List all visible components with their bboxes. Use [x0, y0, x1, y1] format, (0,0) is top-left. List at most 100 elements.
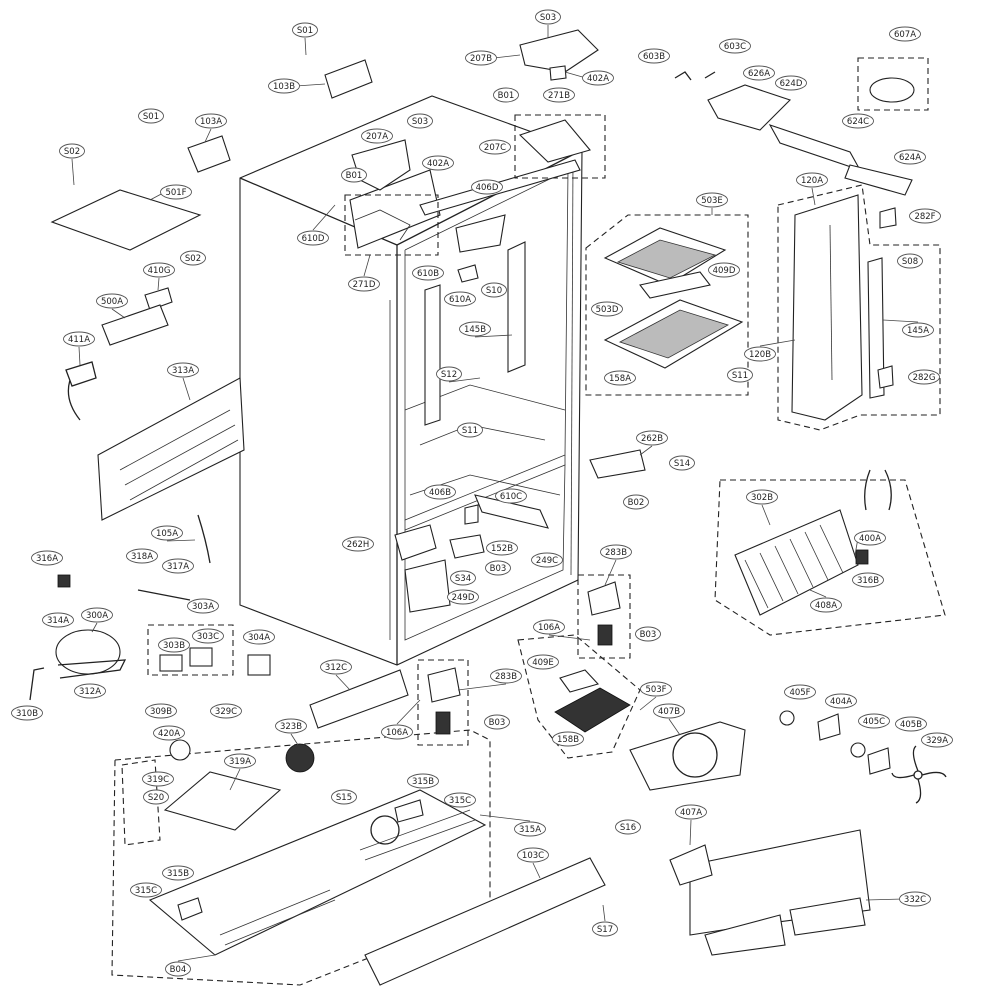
- part-number-label: 624D: [780, 79, 803, 89]
- callout-145A: 145A: [902, 322, 934, 338]
- callout-bubble: [412, 265, 444, 281]
- callout-B02: B02: [623, 494, 649, 510]
- part-number-label: 408A: [815, 601, 837, 611]
- leader-lines: [71, 25, 919, 962]
- part-number-label: 310B: [16, 709, 38, 719]
- callout-bubble: [142, 771, 174, 787]
- callout-262H: 262H: [342, 536, 374, 552]
- callout-bubble: [719, 38, 751, 54]
- lower-hinges: [427, 449, 646, 735]
- evaporator-302b: [734, 469, 892, 616]
- callout-bubble: [744, 346, 776, 362]
- callout-607A: 607A: [889, 26, 921, 42]
- callout-bubble: [424, 484, 456, 500]
- part-number-label: 503D: [596, 305, 619, 315]
- callout-bubble: [187, 598, 219, 614]
- part-number-label: 626A: [748, 69, 770, 79]
- part-number-label: 610D: [302, 234, 325, 244]
- part-number-label: 145B: [464, 325, 486, 335]
- callout-624D: 624D: [775, 75, 807, 91]
- part-number-label: S10: [486, 286, 502, 296]
- callout-bubble: [151, 525, 183, 541]
- callout-317A: 317A: [162, 558, 194, 574]
- callout-bubble: [143, 789, 169, 805]
- callout-404A: 404A: [825, 693, 857, 709]
- callout-bubble: [889, 26, 921, 42]
- callout-bubble: [292, 22, 318, 38]
- callout-S01: S01: [292, 22, 318, 38]
- drawer-409e-158b: [554, 669, 631, 733]
- callout-610C: 610C: [495, 488, 527, 504]
- part-number-label: 603C: [724, 42, 746, 52]
- callout-409D: 409D: [708, 262, 740, 278]
- part-number-label: S03: [540, 13, 556, 23]
- callout-bubble: [842, 113, 874, 129]
- callout-bubble: [436, 366, 462, 382]
- part-number-label: 610B: [417, 269, 439, 279]
- callout-S11-mid: S11: [457, 422, 483, 438]
- part-number-label: B02: [628, 498, 645, 508]
- part-number-label: 120A: [801, 176, 823, 186]
- callout-bubble: [341, 167, 367, 183]
- callout-S34: S34: [450, 570, 476, 586]
- callout-bubble: [796, 172, 828, 188]
- part-number-label: 409E: [532, 658, 554, 668]
- callout-bubble: [465, 50, 497, 66]
- part-number-label: 262H: [347, 540, 370, 550]
- part-number-label: 319C: [147, 775, 169, 785]
- callout-bubble: [484, 714, 510, 730]
- callout-bubble: [348, 276, 380, 292]
- part-number-label: 405B: [900, 720, 922, 730]
- callout-406D: 406D: [471, 179, 503, 195]
- part-number-label: 282F: [914, 212, 935, 222]
- callout-B01-mid: B01: [341, 167, 367, 183]
- part-number-label: 405F: [789, 688, 810, 698]
- callout-318A: 318A: [126, 548, 158, 564]
- callout-283B-top: 283B: [600, 544, 632, 560]
- callout-304A: 304A: [243, 629, 275, 645]
- callout-bubble: [490, 668, 522, 684]
- callout-bubble: [531, 552, 563, 568]
- callout-bubble: [810, 597, 842, 613]
- callout-S15: S15: [331, 789, 357, 805]
- callout-bubble: [727, 367, 753, 383]
- callout-407A: 407A: [675, 804, 707, 820]
- part-number-label: 315B: [167, 869, 189, 879]
- bottom-front-parts: [148, 669, 871, 986]
- part-number-label: 406B: [429, 488, 451, 498]
- fan-assembly: [629, 710, 947, 804]
- part-number-label: 406D: [476, 183, 499, 193]
- callout-B03-right: B03: [635, 626, 661, 642]
- callout-bubble: [447, 589, 479, 605]
- callout-S02-right: S02: [180, 250, 206, 266]
- callout-bubble: [636, 430, 668, 446]
- callout-bubble: [158, 637, 190, 653]
- callout-bubble: [669, 455, 695, 471]
- callout-282G: 282G: [908, 369, 940, 385]
- callout-bubble: [145, 703, 177, 719]
- callout-315C-low: 315C: [130, 882, 162, 898]
- callout-158A: 158A: [604, 370, 636, 386]
- callout-319A: 319A: [224, 753, 256, 769]
- group-boxes: [111, 57, 946, 986]
- callout-bubble: [459, 321, 491, 337]
- callout-319C: 319C: [142, 771, 174, 787]
- callout-bubble: [775, 75, 807, 91]
- callout-bubble: [495, 488, 527, 504]
- callout-312C: 312C: [320, 659, 352, 675]
- callout-bubble: [407, 113, 433, 129]
- evaporator-fins: [744, 524, 844, 609]
- callout-bubble: [422, 155, 454, 171]
- callout-312A: 312A: [74, 683, 106, 699]
- callout-315B-low: 315B: [162, 865, 194, 881]
- part-number-label: 610C: [500, 492, 522, 502]
- callout-316B: 316B: [852, 572, 884, 588]
- part-number-label: 319A: [229, 757, 251, 767]
- callout-bubble: [224, 753, 256, 769]
- callout-405B: 405B: [895, 716, 927, 732]
- callout-bubble: [162, 865, 194, 881]
- part-number-label: 603B: [643, 52, 665, 62]
- part-number-label: S11: [462, 426, 478, 436]
- callout-bubble: [165, 961, 191, 977]
